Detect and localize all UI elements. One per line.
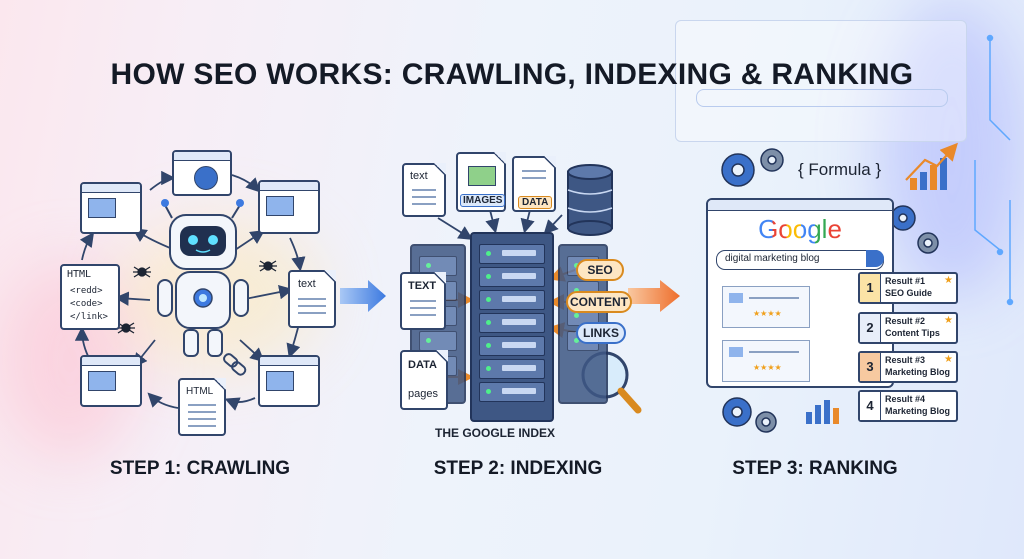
index-arrows (437, 209, 563, 240)
google-search-input[interactable]: digital marketing blog (716, 250, 884, 270)
crawl-page-top-right (258, 180, 320, 234)
result-1-subtitle: SEO Guide (885, 288, 933, 298)
growth-chart-icon (905, 142, 958, 190)
html-code-line-2: <code> (70, 299, 103, 309)
crawl-text-doc: text (288, 270, 336, 328)
index-text-label-2: TEXT (408, 280, 437, 292)
server-rack-main (470, 232, 554, 422)
crawl-html-label: HTML (186, 386, 214, 397)
google-browser-window: Google digital marketing blog ★★★★ ★★★★ (706, 198, 894, 388)
bg-search-bar (696, 89, 948, 107)
crawl-browser-globe (172, 150, 232, 196)
index-images-label: IMAGES (460, 194, 506, 207)
result-3-number: 3 (860, 353, 881, 381)
index-text-doc-2: TEXT (400, 272, 446, 330)
bg-browser-window (675, 20, 967, 142)
star-icon: ★ (944, 275, 953, 286)
index-data-label: DATA (518, 196, 553, 209)
index-data-pages-label-1: DATA (408, 359, 437, 371)
result-4-number: 4 (860, 392, 881, 420)
chain-link-icon (223, 353, 247, 376)
result-2-title: Result #2 (885, 316, 926, 326)
image-icon (468, 166, 496, 186)
flow-arrow-crawl-to-index (340, 280, 386, 312)
result-2-number: 2 (860, 314, 881, 342)
search-query-text: digital marketing blog (725, 253, 820, 264)
ranking-result-1: 1 Result #1 SEO Guide ★ (858, 272, 958, 304)
crawl-page-bottom-left (80, 355, 142, 407)
star-icon: ★ (944, 315, 953, 326)
html-code-line-1: <redd> (70, 286, 103, 296)
step-1-label: STEP 1: CRAWLING (109, 458, 291, 479)
globe-icon (194, 166, 218, 190)
index-images-doc: IMAGES (456, 152, 506, 212)
tag-links: LINKS (576, 322, 626, 344)
rating-stars-icon: ★★★★ (753, 309, 782, 318)
gear-icons (721, 148, 939, 433)
crawl-page-top-left (80, 182, 142, 234)
result-3-title: Result #3 (885, 355, 926, 365)
page-title: HOW SEO WORKS: CRAWLING, INDEXING & RANK… (110, 58, 914, 92)
result-1-number: 1 (860, 274, 881, 302)
flow-arrow-index-to-rank (628, 280, 680, 312)
crawl-text-label: text (298, 278, 316, 290)
index-text-label: text (410, 170, 428, 182)
index-data-pages-doc: DATA pages (400, 350, 448, 410)
tag-content: CONTENT (566, 291, 632, 313)
robot-crawler-icon (157, 199, 249, 357)
circuit-decoration (974, 34, 1014, 306)
search-button-icon[interactable] (866, 250, 884, 267)
formula-label: { Formula } (798, 160, 882, 179)
result-card-2: ★★★★ (722, 340, 810, 382)
rating-stars-icon: ★★★★ (753, 363, 782, 372)
step-2-label: STEP 2: INDEXING (433, 458, 603, 479)
google-logo: Google (708, 214, 892, 245)
index-text-doc: text (402, 163, 446, 217)
result-4-subtitle: Marketing Blog (885, 406, 951, 416)
ranking-result-3: 3 Result #3 Marketing Blog ★ (858, 351, 958, 383)
crawl-page-bottom-right (258, 355, 320, 407)
result-2-subtitle: Content Tips (885, 328, 940, 338)
crawl-html-code-doc: HTML <redd> <code> </link> (60, 264, 120, 330)
google-logo-text: Google (758, 214, 842, 244)
star-icon: ★ (944, 354, 953, 365)
small-chart-icon (806, 400, 839, 424)
step-3-label: STEP 3: RANKING (732, 458, 898, 479)
result-4-title: Result #4 (885, 394, 926, 404)
crawl-html-doc: HTML (178, 378, 226, 436)
index-data-pages-label-2: pages (408, 388, 438, 400)
spider-icons (117, 260, 277, 334)
database-icon (567, 164, 613, 236)
html-code-line-3: </link> (70, 312, 108, 322)
result-3-subtitle: Marketing Blog (885, 367, 951, 377)
ranking-result-4: 4 Result #4 Marketing Blog (858, 390, 958, 422)
html-code-label: HTML (67, 269, 92, 280)
index-data-doc: DATA (512, 156, 556, 212)
ranking-result-2: 2 Result #2 Content Tips ★ (858, 312, 958, 344)
result-card-1: ★★★★ (722, 286, 810, 328)
tag-seo: SEO (576, 259, 624, 281)
google-index-caption: THE GOOGLE INDEX (434, 426, 555, 440)
result-1-title: Result #1 (885, 276, 926, 286)
